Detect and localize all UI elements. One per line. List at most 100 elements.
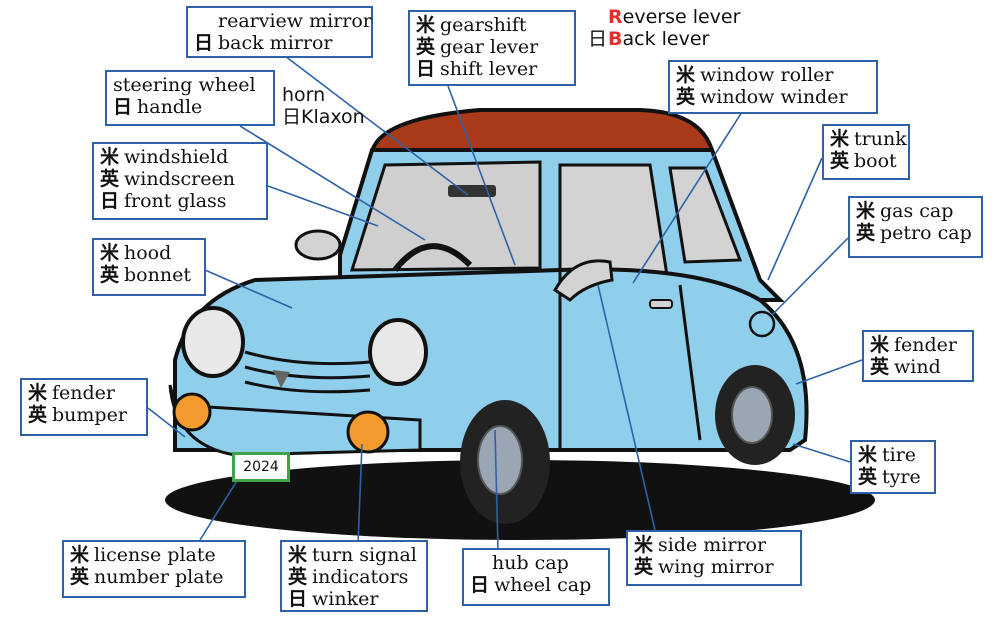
jp-marker: 日 <box>100 190 120 212</box>
us-marker: 米 <box>870 334 890 356</box>
license-plate-number: 2024 <box>232 452 290 482</box>
windshield-jp: front glass <box>124 190 227 212</box>
turn-signal-jp: winker <box>312 588 379 610</box>
uk-marker: 英 <box>858 466 878 488</box>
windshield-us: windshield <box>124 146 229 168</box>
gas-cap-shape <box>748 310 776 338</box>
jp-marker: 日 <box>470 574 490 596</box>
side-mirror-uk: wing mirror <box>658 556 774 578</box>
reverse-first-letter: R <box>608 6 623 28</box>
uk-marker: 英 <box>634 556 654 578</box>
jp-marker: 日 <box>588 28 608 50</box>
us-marker: 米 <box>28 382 48 404</box>
emblem-shape <box>273 370 290 388</box>
uk-marker: 英 <box>28 404 48 426</box>
window-roller-uk: window winder <box>700 86 848 108</box>
back-first-letter: B <box>608 28 623 50</box>
us-marker: 米 <box>100 146 120 168</box>
turn-signal-us: turn signal <box>312 544 417 566</box>
jp-marker: 日 <box>282 106 302 128</box>
uk-marker: 英 <box>870 356 890 378</box>
gas-cap-uk: petro cap <box>880 222 972 244</box>
back-rest: ack lever <box>622 28 710 50</box>
jp-marker: 日 <box>288 588 308 610</box>
hub-cap-us: hub cap <box>492 552 569 574</box>
horn-us: horn <box>282 84 326 106</box>
us-marker: 米 <box>416 14 436 36</box>
jp-marker: 日 <box>113 96 133 118</box>
windshield-uk: windscreen <box>124 168 235 190</box>
rearview-mirror-us: rearview mirror <box>218 10 372 32</box>
headlight-left-shape <box>181 306 245 378</box>
uk-marker: 英 <box>830 150 850 172</box>
door-line <box>558 272 702 450</box>
uk-marker: 英 <box>288 566 308 588</box>
door-handle-shape <box>649 299 673 309</box>
us-marker: 米 <box>856 200 876 222</box>
trunk-uk: boot <box>854 150 897 172</box>
hub-cap-jp: wheel cap <box>494 574 592 596</box>
rearview-mirror-shape <box>448 185 496 197</box>
reverse-rest: everse lever <box>622 6 741 28</box>
turn-signal-uk: indicators <box>312 566 409 588</box>
grille-shape <box>244 350 371 394</box>
uk-marker: 英 <box>70 566 90 588</box>
uk-marker: 英 <box>856 222 876 244</box>
front-hub-cap-shape <box>477 425 523 495</box>
side-mirror-shape <box>553 259 614 302</box>
trunk-us: trunk <box>854 128 907 150</box>
us-marker: 米 <box>100 242 120 264</box>
fender-wind-us: fender <box>894 334 958 356</box>
label-reverse-lever: Reverse lever 日Back lever <box>588 6 740 50</box>
steering-wheel-jp: handle <box>137 96 203 118</box>
gearshift-uk: gear lever <box>440 36 539 58</box>
us-marker: 米 <box>858 444 878 466</box>
tire-uk: tyre <box>882 466 921 488</box>
windshield-glass <box>349 160 542 272</box>
window-roller-us: window roller <box>700 64 834 86</box>
label-horn: horn 日Klaxon <box>282 84 365 128</box>
us-marker: 米 <box>634 534 654 556</box>
fender-wind-uk: wind <box>894 356 941 378</box>
us-marker: 米 <box>676 64 696 86</box>
uk-marker: 英 <box>100 264 120 286</box>
fender-bumper-uk: bumper <box>52 404 127 426</box>
left-mirror-shape <box>294 229 342 261</box>
gearshift-jp: shift lever <box>440 58 538 80</box>
fender-bumper-us: fender <box>52 382 116 404</box>
front-side-window <box>558 163 670 284</box>
license-plate-us: license plate <box>94 544 216 566</box>
us-marker: 米 <box>830 128 850 150</box>
uk-marker: 英 <box>416 36 436 58</box>
rearview-mirror-jp: back mirror <box>218 32 333 54</box>
gearshift-us: gearshift <box>440 14 527 36</box>
hood-uk: bonnet <box>124 264 191 286</box>
us-marker: 米 <box>70 544 90 566</box>
us-marker: 米 <box>288 544 308 566</box>
turn-signal-right-shape <box>346 410 390 454</box>
uk-marker: 英 <box>676 86 696 108</box>
car-roof <box>369 108 715 155</box>
steering-wheel-us: steering wheel <box>113 74 256 96</box>
gas-cap-us: gas cap <box>880 200 954 222</box>
license-plate-uk: number plate <box>94 566 224 588</box>
jp-marker: 日 <box>416 58 436 80</box>
jp-marker: 日 <box>194 32 214 54</box>
horn-jp: Klaxon <box>301 106 365 128</box>
side-mirror-us: side mirror <box>658 534 767 556</box>
headlight-right-shape <box>368 318 428 386</box>
